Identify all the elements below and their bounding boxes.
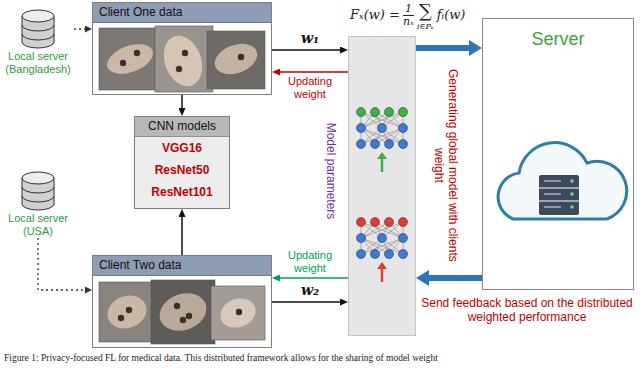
label-holder: Updating weight [274, 249, 346, 275]
server-location: Local server (USA) [2, 212, 74, 238]
model-name: ResNet101 [135, 181, 229, 203]
flow-arrow [280, 277, 348, 279]
side-label: Model parameters [324, 113, 338, 229]
server-location: Local server (Bangladesh) [2, 50, 74, 76]
formula-sum-sign: ∑ [419, 1, 432, 22]
formula-term: fᵢ(w) [437, 8, 466, 23]
server-box: Server [482, 18, 634, 290]
client-data-box: Client One data [92, 2, 272, 95]
box-header: Client One data [93, 3, 271, 23]
label-holder: Updating weight [274, 75, 346, 101]
edge-label: w₂ [290, 282, 330, 299]
formula-part: fᵢ(w) [437, 8, 466, 23]
server-title: Server [483, 19, 633, 50]
client-data-box: Client Two data [92, 255, 272, 348]
box-header: Client Two data [93, 256, 271, 276]
medical-image-collage [93, 276, 271, 347]
formula-term: Fₓ(w) = [350, 8, 400, 23]
formula: Fₓ(w) = 1nₓ ∑i∈Pₖ fᵢ(w) [350, 1, 465, 31]
process-note: Generating global model with clients wei… [432, 67, 461, 263]
model-name: VGG16 [135, 137, 229, 159]
flow-arrow [429, 275, 482, 281]
flow-arrow [38, 238, 85, 290]
formula-fraction: 1nₓ [403, 3, 414, 29]
formula-numerator: 1 [403, 3, 414, 17]
flow-arrow [416, 45, 469, 51]
cloud-server-icon [483, 79, 633, 259]
database-icon [18, 8, 58, 50]
edge-label: Updating weight [274, 75, 346, 101]
label-holder: Send feedback based on the distributed w… [420, 296, 634, 325]
label-holder: Generating global model with clients wei… [432, 67, 461, 263]
database-node: Local server (Bangladesh) [2, 8, 74, 76]
formula-index: i∈Pₖ [417, 22, 434, 31]
model-name: ResNet50 [135, 159, 229, 181]
flow-arrow [272, 49, 340, 51]
label-holder: w₂ [290, 282, 330, 299]
flow-arrow [181, 217, 183, 255]
parameter-panel: Model parameters [348, 36, 416, 336]
medical-image-collage [93, 23, 271, 94]
database-node: Local server (USA) [2, 170, 74, 238]
model-list-box: CNN modelsVGG16ResNet50ResNet101 [134, 116, 230, 209]
database-icon [18, 170, 58, 212]
box-header: CNN models [135, 117, 229, 137]
flow-arrow [272, 301, 340, 303]
figure-caption: Figure 1: Privacy-focused FL for medical… [4, 353, 438, 363]
flow-arrow [74, 28, 85, 29]
flow-arrow [280, 71, 348, 73]
formula-denominator: nₓ [403, 16, 414, 29]
feedback-note: Send feedback based on the distributed w… [420, 296, 634, 325]
neural-network-icons [349, 37, 415, 335]
formula-sum: ∑i∈Pₖ [417, 1, 434, 31]
edge-label: Updating weight [274, 249, 346, 275]
label-holder: w₁ [290, 30, 330, 47]
panel-label: Model parameters [324, 113, 338, 229]
edge-label: w₁ [290, 30, 330, 47]
caption-holder: Figure 1: Privacy-focused FL for medical… [4, 353, 438, 363]
formula-part: Fₓ(w) = [350, 8, 400, 23]
flow-arrow [181, 95, 183, 108]
